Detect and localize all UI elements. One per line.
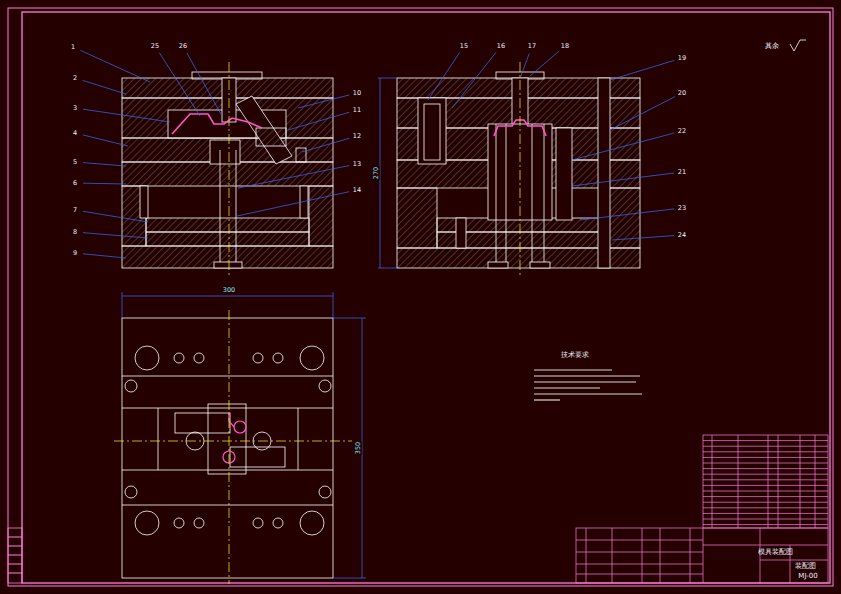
leader-line — [80, 50, 150, 82]
callout-number: 18 — [560, 43, 570, 50]
bolt-hole — [253, 518, 263, 528]
bolt-hole — [253, 353, 263, 363]
leader-line — [572, 173, 674, 186]
table-row-line — [703, 513, 828, 514]
bolt-hole — [135, 511, 159, 535]
bolt-hole — [194, 353, 204, 363]
leader-line — [610, 97, 675, 130]
callout-number: 2 — [72, 75, 78, 82]
callout-number: 21 — [677, 169, 687, 176]
bolt-hole — [273, 353, 283, 363]
drawing-text: 装配图 — [794, 563, 817, 570]
leader-line — [83, 183, 126, 185]
callout-number: 26 — [178, 43, 188, 50]
dimension-text: 270 — [373, 166, 380, 180]
leader-line — [83, 109, 170, 122]
callout-number: 8 — [72, 229, 78, 236]
callout-number: 3 — [72, 105, 78, 112]
callout-number: 22 — [677, 128, 687, 135]
table-row-line — [703, 496, 828, 497]
leader-line — [428, 53, 460, 100]
callout-number: 23 — [677, 205, 687, 212]
leader-line — [298, 95, 349, 108]
callout-number: 12 — [352, 133, 362, 140]
callout-number: 25 — [150, 43, 160, 50]
callout-number: 6 — [72, 180, 78, 187]
table-row-line — [703, 451, 828, 452]
table-row-line — [703, 468, 828, 469]
bolt-hole — [174, 518, 184, 528]
leader-line — [83, 80, 126, 94]
dimension-text: 300 — [222, 287, 236, 294]
callout-number: 10 — [352, 90, 362, 97]
bolt-hole — [135, 346, 159, 370]
leader-line — [580, 209, 674, 220]
bolt-hole — [273, 518, 283, 528]
leader-line — [612, 236, 674, 240]
leader-line — [302, 138, 349, 152]
leader-line — [83, 254, 126, 258]
callout-number: 16 — [496, 43, 506, 50]
callout-number: 19 — [677, 55, 687, 62]
leader-line — [572, 133, 674, 160]
leader-line — [238, 166, 349, 188]
drawing-text: 模具装配图 — [757, 549, 794, 556]
callout-number: 5 — [72, 159, 78, 166]
leader-line — [83, 163, 126, 166]
callout-number: 4 — [72, 130, 78, 137]
table-row-line — [703, 479, 828, 480]
table-row-line — [703, 507, 828, 508]
leader-line — [237, 192, 349, 216]
bolt-hole — [300, 511, 324, 535]
callout-number: 1 — [70, 44, 76, 51]
bolt-hole — [319, 486, 331, 498]
table-row-line — [703, 440, 828, 441]
bolt-hole — [319, 380, 331, 392]
dimension-text: 350 — [355, 441, 362, 455]
callout-number: 15 — [459, 43, 469, 50]
leader-line — [83, 135, 128, 146]
drawing-text: 技术要求 — [560, 352, 590, 359]
bolt-hole — [174, 353, 184, 363]
leader-line — [159, 53, 200, 116]
leader-line — [187, 53, 222, 116]
table-row-line — [703, 463, 828, 464]
table-row-line — [703, 485, 828, 486]
table-row-line — [703, 474, 828, 475]
callout-number: 7 — [72, 207, 78, 214]
leader-line — [83, 233, 148, 238]
callout-number: 24 — [677, 232, 687, 239]
drawing-text: MJ-00 — [797, 573, 818, 580]
table-row-line — [703, 457, 828, 458]
callout-number: 14 — [352, 187, 362, 194]
bolt-hole — [125, 486, 137, 498]
bolt-hole — [300, 346, 324, 370]
table-row-line — [703, 524, 828, 525]
table-row-line — [703, 491, 828, 492]
callout-number: 9 — [72, 250, 78, 257]
leader-line — [83, 211, 148, 222]
bolt-hole — [194, 518, 204, 528]
table-row-line — [703, 502, 828, 503]
callout-number: 17 — [527, 43, 537, 50]
leader-line — [288, 112, 349, 130]
leader-line — [521, 54, 529, 76]
table-row-line — [703, 446, 828, 447]
table-row-line — [703, 519, 828, 520]
leader-line — [530, 51, 559, 76]
callout-number: 20 — [677, 90, 687, 97]
leader-line — [610, 60, 674, 80]
callout-number: 13 — [352, 161, 362, 168]
leader-line — [452, 52, 496, 108]
bolt-hole — [125, 380, 137, 392]
drawing-text: 其余 — [764, 43, 780, 50]
callout-number: 11 — [352, 107, 362, 114]
